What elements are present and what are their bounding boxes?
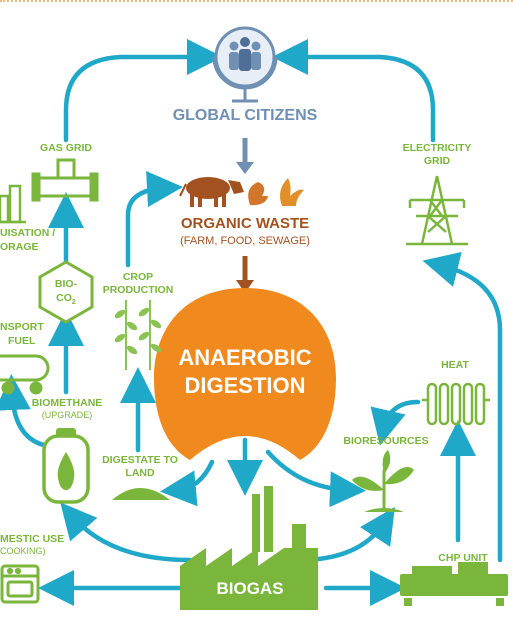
arrow-digestion-to-digestate [160,459,215,507]
bio-co2-subscript: 2 [71,299,76,307]
anaerobic-digestion-blob [154,288,336,460]
bioresources-plant-icon [352,450,414,512]
bio-co2-label-2: CO [56,292,72,304]
arrow-electricity-to-citizens [272,39,436,143]
flow-arrows [0,39,503,606]
digestion-line1: ANAEROBIC [178,345,312,370]
digestate-label-2: LAND [125,467,155,479]
electricity-label-2: GRID [423,155,451,167]
gas-cylinder-icon [42,428,90,504]
biomethane-label: BIOMETHANE [31,397,103,409]
digestion-line2: DIGESTION [184,373,306,398]
organic-waste-subtitle: (FARM, FOOD, SEWAGE) [180,235,310,247]
domestic-use-sub: COOKING) [0,546,46,556]
pylon-icon [406,175,468,246]
arrow-digestion-to-bioresources [265,449,366,508]
gas-pipe-icon [31,158,99,202]
top-dotted-border [0,0,513,6]
chp-engine-icon [400,562,508,606]
banana-peel-icon [280,178,304,206]
crop-plant-icon [114,300,162,370]
bio-co2-hexagon [38,260,94,324]
storage-tanks-icon [0,184,26,224]
bio-co2-formula: CO2 [46,292,86,307]
crop-label-1: CROP [122,271,154,283]
soil-mound-icon [112,488,170,500]
transport-label-1: NSPORT [0,321,44,333]
globe-people-icon [212,26,278,103]
global-citizens-label: GLOBAL CITIZENS [172,107,318,124]
domestic-use-label: MESTIC USE [0,533,65,545]
transport-label-2: FUEL [8,335,36,347]
bioresources-label: BIORESOURCES [343,435,429,447]
arrow-crop-to-waste [125,171,183,268]
digestate-label-1: DIGESTATE TO [102,454,178,466]
factory-icon [180,486,318,610]
cooker-icon [0,564,40,604]
eggshell-icon [248,182,268,206]
bio-co2-label-1: BIO- [54,278,78,290]
tanker-truck-icon [0,354,50,395]
liquefaction-label-1: UISATION / [0,227,56,239]
chp-unit-label: CHP UNIT [438,552,488,564]
electricity-label-1: ELECTRICITY [402,142,472,154]
heat-label: HEAT [441,359,469,371]
radiator-icon [422,382,490,426]
gas-grid-label: GAS GRID [40,142,92,154]
arrow-biomethane-to-transport [0,374,51,449]
cow-icon [179,177,244,207]
arrow-biogas-to-biomethane [60,502,193,563]
arrow-chp-to-electricity [422,251,503,563]
biomethane-sub: (UPGRADE) [41,410,93,420]
organic-waste-title: ORGANIC WASTE [180,215,310,232]
biogas-label: BIOGAS [216,579,284,598]
arrow-heat-to-bioresources [370,399,421,446]
crop-label-2: PRODUCTION [102,284,174,296]
liquefaction-label-2: ORAGE [0,241,39,253]
arrow-gasgrid-to-citizens [63,39,223,143]
